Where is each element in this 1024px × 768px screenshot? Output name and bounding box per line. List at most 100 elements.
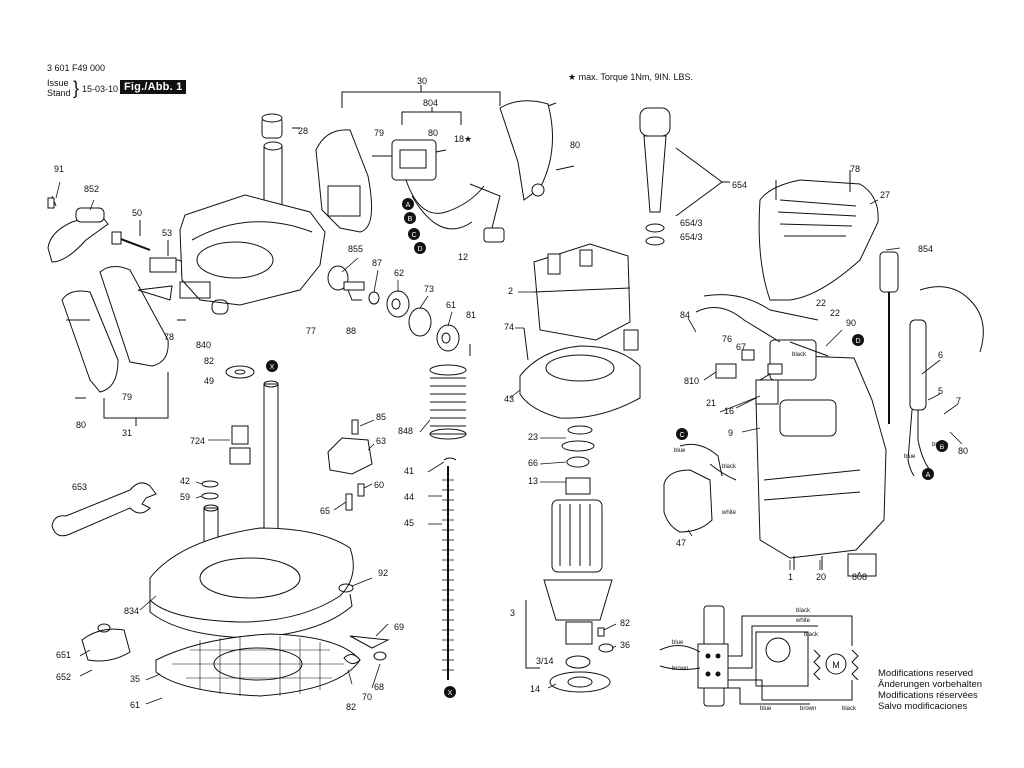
label-840: 840 (196, 340, 211, 350)
wire-label-brown: brown (672, 666, 688, 672)
gear-parts (327, 265, 471, 356)
label-654-3: 654/3 (680, 218, 703, 228)
connector-x-top: X (266, 360, 278, 372)
label-654: 654 (732, 180, 747, 190)
clamp-651 (81, 623, 131, 662)
cover-halves-30 (315, 100, 575, 233)
label-79: 79 (374, 128, 384, 138)
label-35: 35 (130, 674, 140, 684)
wire-label-black: black (796, 608, 811, 614)
figure-badge: Fig./Abb. 1 (120, 80, 187, 94)
connector-b-right: B (936, 440, 948, 452)
modifications-notice: Modifications reserved Änderungen vorbeh… (878, 668, 982, 712)
wire-label-black: black (842, 706, 857, 712)
label-70: 70 (362, 692, 372, 702)
armature-3 (525, 425, 613, 693)
label-848: 848 (398, 426, 413, 436)
part-labels: 30 804 18★ 79 80 80 28 91 852 50 53 855 … (54, 76, 968, 712)
label-47: 47 (676, 538, 686, 548)
spring-848 (429, 364, 467, 440)
svg-text:C: C (411, 232, 416, 239)
label-3: 3 (510, 608, 515, 618)
label-852: 852 (84, 184, 99, 194)
label-62: 62 (394, 268, 404, 278)
modifications-es: Salvo modificaciones (878, 701, 968, 712)
label-652: 652 (56, 672, 71, 682)
label-834: 834 (124, 606, 139, 616)
switch-assembly-804 (372, 139, 505, 243)
label-78: 78 (164, 332, 174, 342)
wire-label-black: black (792, 352, 807, 358)
label-74: 74 (504, 322, 514, 332)
connector-c-right: C (676, 428, 688, 440)
handle-covers (61, 266, 186, 426)
label-73: 73 (424, 284, 434, 294)
label-808: 808 (852, 572, 867, 582)
brush-parts (695, 294, 829, 405)
svg-text:A: A (926, 472, 931, 479)
label-85: 85 (376, 412, 386, 422)
label-69: 69 (394, 622, 404, 632)
label-1: 1 (788, 572, 793, 582)
switch-47 (663, 443, 737, 533)
connector-a-left: A (402, 198, 414, 210)
wire-label-brown: brown (800, 706, 816, 712)
label-30: 30 (417, 76, 427, 86)
label-78: 78 (850, 164, 860, 174)
label-854: 854 (918, 244, 933, 254)
base-small-parts (338, 583, 390, 664)
label-27: 27 (880, 190, 890, 200)
label-65: 65 (320, 506, 330, 516)
label-87: 87 (372, 258, 382, 268)
wire-labels: black blue black white brown blue black … (672, 352, 948, 712)
label-45: 45 (404, 518, 414, 528)
label-80: 80 (958, 446, 968, 456)
label-724: 724 (190, 436, 205, 446)
label-810: 810 (684, 376, 699, 386)
wire-label-blue: blue (904, 454, 916, 460)
label-18: 18★ (454, 134, 472, 144)
connector-markers: X X A B C D D (266, 198, 948, 698)
issue-date: 15-03-10 (82, 84, 119, 94)
base-plate-834 (149, 527, 354, 639)
svg-text:X: X (270, 364, 275, 371)
motor-housing-1 (755, 339, 887, 577)
label-14: 14 (530, 684, 540, 694)
depth-stop-63 (327, 419, 373, 511)
wiring-schematic (659, 605, 859, 707)
label-2: 2 (508, 286, 513, 296)
label-80: 80 (428, 128, 438, 138)
label-82: 82 (346, 702, 356, 712)
motor-cover-27 (758, 170, 879, 301)
svg-text:C: C (679, 432, 684, 439)
label-60: 60 (374, 480, 384, 490)
modifications-en: Modifications reserved (878, 668, 974, 679)
label-651: 651 (56, 650, 71, 660)
label-28: 28 (298, 126, 308, 136)
connector-d-left: D (414, 242, 426, 254)
label-77: 77 (306, 326, 316, 336)
label-49: 49 (204, 376, 214, 386)
handle-parts (47, 195, 183, 273)
label-61: 61 (130, 700, 140, 710)
torque-note: ★ max. Torque 1Nm, 9IN. LBS. (568, 72, 693, 82)
label-88: 88 (346, 326, 356, 336)
bracket-30 (341, 85, 501, 125)
label-63: 63 (376, 436, 386, 446)
wrench-653 (51, 482, 157, 537)
label-84: 84 (680, 310, 690, 320)
part-number: 3 601 F49 000 (47, 63, 106, 73)
bearing-parts (597, 627, 614, 653)
label-41: 41 (404, 466, 414, 476)
svg-text:D: D (417, 246, 422, 253)
probe-854 (879, 251, 899, 424)
label-36: 36 (620, 640, 630, 650)
label-12: 12 (458, 252, 468, 262)
label-82: 82 (620, 618, 630, 628)
label-5: 5 (938, 386, 943, 396)
label-9: 9 (728, 428, 733, 438)
connector-x-bottom: X (444, 686, 456, 698)
label-79: 79 (122, 392, 132, 402)
